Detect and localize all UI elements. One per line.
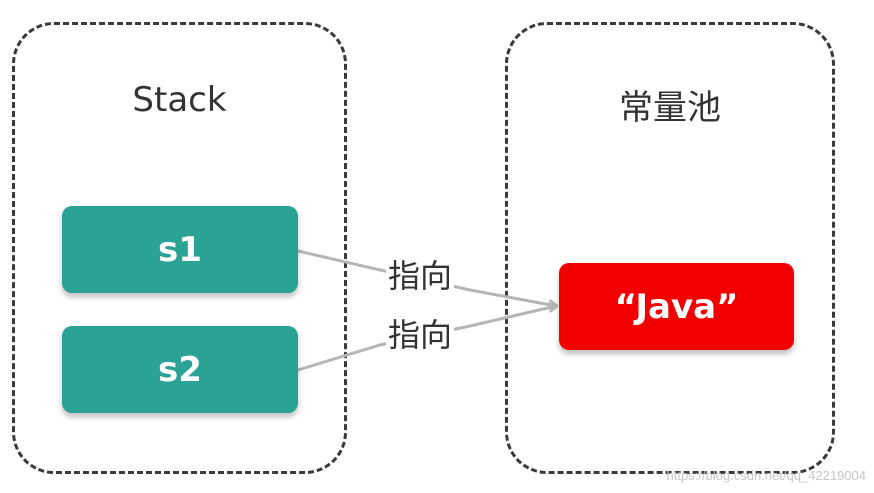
edge-label-s1: 指向 bbox=[386, 256, 455, 296]
constant-pool-title: 常量池 bbox=[619, 88, 721, 128]
stack-region: Stack bbox=[12, 22, 347, 474]
stack-title: Stack bbox=[132, 80, 227, 120]
variable-s2: s2 bbox=[62, 326, 298, 413]
variable-s1: s1 bbox=[62, 206, 298, 293]
edge-label-s2: 指向 bbox=[386, 315, 455, 355]
string-java-object: “Java” bbox=[559, 263, 794, 350]
watermark: https://blog.csdn.net/qq_42219004 bbox=[666, 468, 867, 483]
constant-pool-region: 常量池 bbox=[505, 22, 835, 474]
